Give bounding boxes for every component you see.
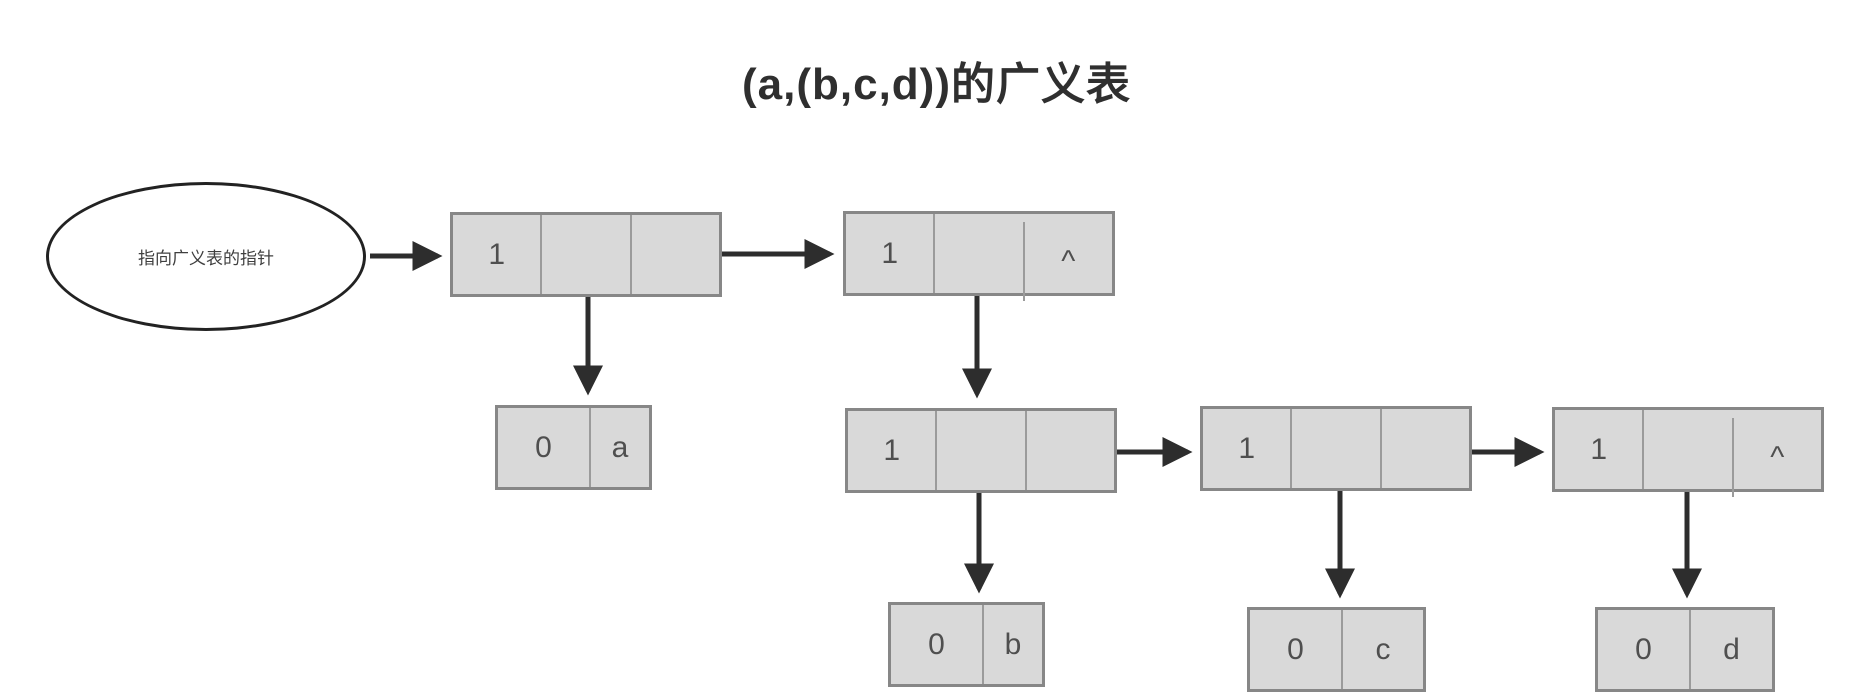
list-node-L1-2: 1 ^ bbox=[843, 211, 1115, 301]
pointer-label: 指向广义表的指针 bbox=[138, 249, 274, 268]
tag-cell: 0 bbox=[535, 430, 552, 464]
list-node-L1-1: 1 bbox=[450, 212, 722, 297]
atom-node-c: 0 c bbox=[1247, 607, 1426, 692]
hp-cell bbox=[540, 215, 629, 294]
data-cell: d bbox=[1689, 610, 1772, 689]
data-cell: a bbox=[589, 408, 649, 487]
atom-node-d: 0 d bbox=[1595, 607, 1775, 692]
tag-cell: 0 bbox=[928, 627, 945, 661]
tp-null-cell: ^ bbox=[1022, 222, 1112, 301]
hp-cell bbox=[933, 214, 1022, 293]
tag-cell: 1 bbox=[1590, 432, 1607, 466]
tag-cell: 1 bbox=[1238, 431, 1255, 465]
pointer-ellipse: 指向广义表的指针 bbox=[46, 182, 366, 331]
atom-node-b: 0 b bbox=[888, 602, 1045, 687]
tag-cell: 0 bbox=[1287, 632, 1304, 666]
hp-cell bbox=[1642, 410, 1731, 489]
tp-cell bbox=[1379, 409, 1469, 488]
tag-cell: 1 bbox=[881, 236, 898, 270]
tp-cell bbox=[1024, 411, 1114, 490]
data-cell: b bbox=[982, 605, 1042, 684]
atom-node-a: 0 a bbox=[495, 405, 652, 490]
hp-cell bbox=[1290, 409, 1379, 488]
list-node-L2-1: 1 bbox=[845, 408, 1117, 493]
diagram-title: (a,(b,c,d))的广义表 bbox=[742, 60, 1131, 109]
tag-cell: 1 bbox=[883, 433, 900, 467]
list-node-L2-2: 1 bbox=[1200, 406, 1472, 491]
tp-cell bbox=[629, 215, 719, 294]
data-cell: c bbox=[1341, 610, 1423, 689]
hp-cell bbox=[935, 411, 1024, 490]
list-node-L2-3: 1 ^ bbox=[1552, 407, 1824, 497]
tag-cell: 1 bbox=[488, 237, 505, 271]
tag-cell: 0 bbox=[1635, 632, 1652, 666]
tp-null-cell: ^ bbox=[1731, 418, 1821, 497]
